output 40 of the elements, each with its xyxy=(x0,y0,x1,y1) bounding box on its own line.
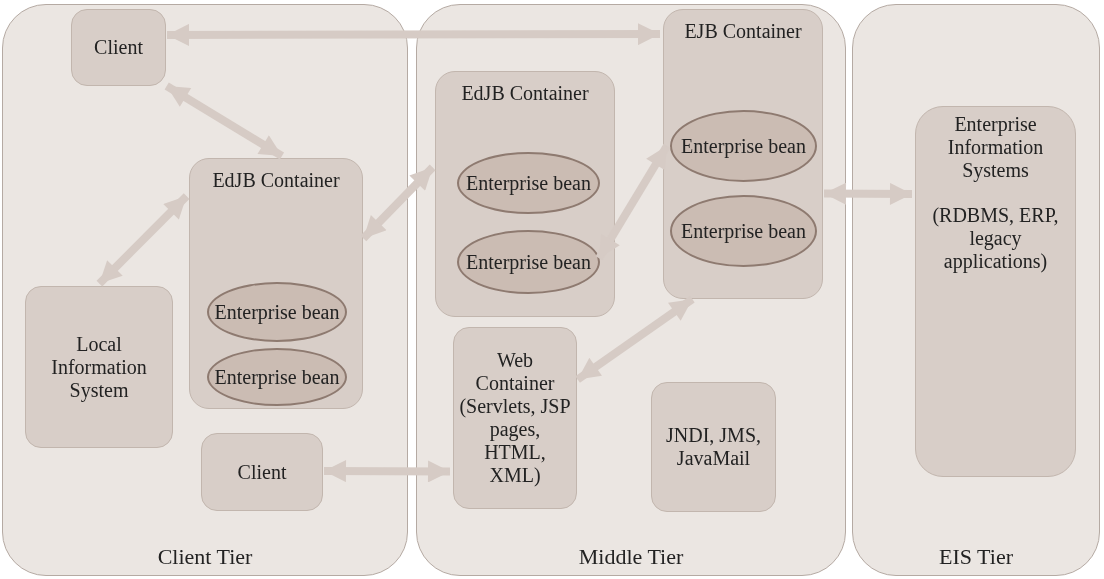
node-text: EJB Container xyxy=(684,20,802,43)
node-text: Enterprise bean xyxy=(214,300,340,324)
node-text: Web Container xyxy=(474,349,556,395)
node-text: Client xyxy=(237,460,287,484)
container-box xyxy=(663,9,823,299)
node-text: Client xyxy=(94,36,143,59)
node-text: (RDBMS, ERP, legacy applications) xyxy=(931,204,1060,273)
container-box xyxy=(435,71,615,317)
double-arrow xyxy=(167,23,660,46)
node-text: Enterprise Information Systems xyxy=(946,113,1045,182)
double-arrow xyxy=(324,460,450,483)
rounded-box xyxy=(25,286,173,448)
node-text: JNDI, JMS, JavaMail xyxy=(665,424,762,470)
node-text: Client Tier xyxy=(157,543,253,569)
node-text: Enterprise bean xyxy=(214,365,340,389)
rounded-box xyxy=(651,382,776,512)
container-box xyxy=(189,158,363,409)
node-text: EdJB Container xyxy=(461,82,589,105)
node-text: Enterprise bean xyxy=(681,134,806,158)
node-text: Middle Tier xyxy=(578,543,684,569)
node-text: EIS Tier xyxy=(939,543,1013,569)
rounded-box xyxy=(453,327,577,509)
node-text: Local Information System xyxy=(50,332,148,402)
tier-panel xyxy=(416,4,846,576)
double-arrow xyxy=(575,295,695,383)
double-arrow xyxy=(360,164,436,242)
node-text: Enterprise bean xyxy=(681,219,806,243)
node-text: Enterprise bean xyxy=(466,171,591,195)
node-text: EdJB Container xyxy=(212,169,340,192)
tier-panel xyxy=(852,4,1100,576)
node-text: (Servlets, JSP pages, HTML, XML) xyxy=(458,395,572,487)
double-arrow xyxy=(824,182,912,205)
rounded-box xyxy=(201,433,323,511)
tier-panel xyxy=(2,4,408,576)
double-arrow xyxy=(164,82,285,160)
rounded-box xyxy=(915,106,1076,477)
node-text: Enterprise bean xyxy=(466,250,591,274)
double-arrow xyxy=(96,193,190,287)
rounded-box xyxy=(71,9,166,86)
double-arrow xyxy=(595,143,671,261)
